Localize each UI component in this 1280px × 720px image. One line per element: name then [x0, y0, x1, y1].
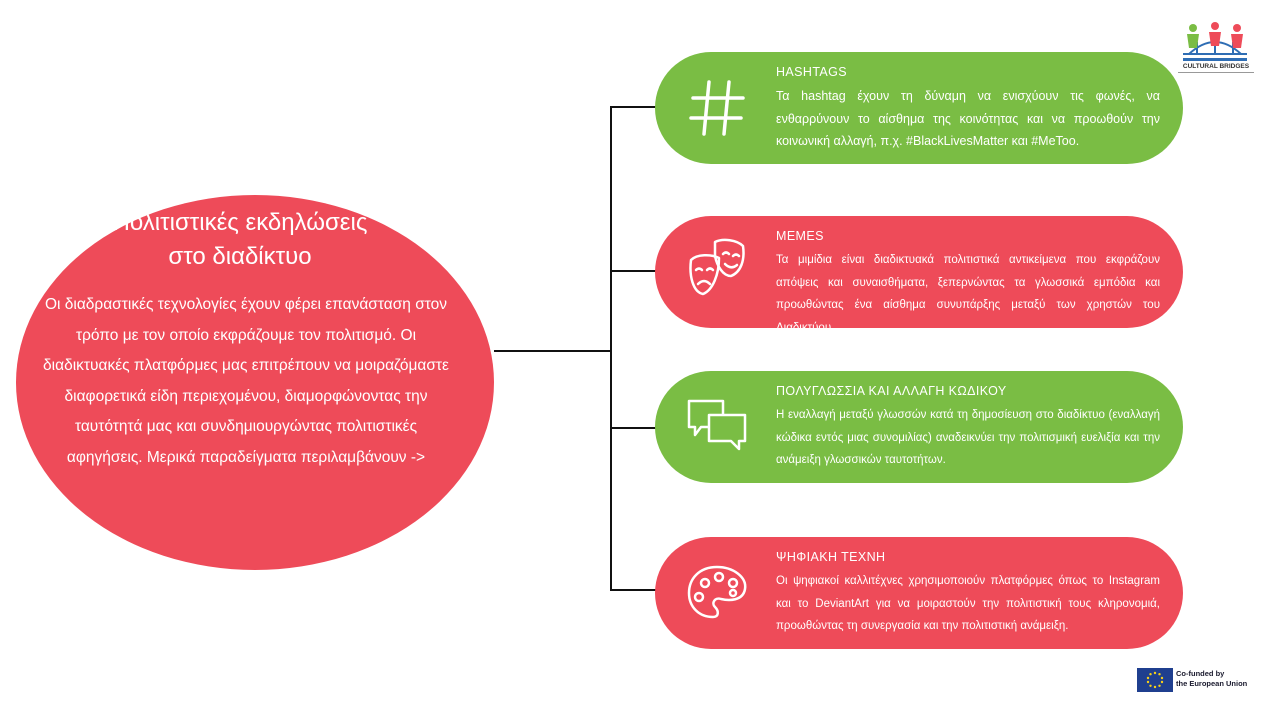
cultural-bridges-logo: [1183, 22, 1247, 61]
card-memes: MEMES Τα μιμίδια είναι διαδικτυακά πολιτ…: [655, 216, 1183, 334]
card-multilingualism: ΠΟΛΥΓΛΩΣΣΙΑ ΚΑΙ ΑΛΛΑΓΗ ΚΩΔΙΚΟΥ Η εναλλαγ…: [655, 371, 1183, 483]
connector-branch-2: [610, 270, 656, 272]
card-heading: ΠΟΛΥΓΛΩΣΣΙΑ ΚΑΙ ΑΛΛΑΓΗ ΚΩΔΙΚΟΥ: [776, 384, 1007, 398]
theater-masks-icon: [689, 238, 745, 296]
central-title-line1: Πολιτιστικές εκδηλώσεις: [112, 209, 368, 236]
connector-branch-4: [610, 589, 656, 591]
connector-vertical: [610, 106, 612, 590]
central-title-line2: στο διαδίκτυο: [168, 243, 312, 270]
central-body: Οι διαδραστικές τεχνολογίες έχουν φέρει …: [43, 296, 449, 466]
card-hashtags: HASHTAGS Τα hashtag έχουν τη δύναμη να ε…: [655, 52, 1183, 164]
card-heading: HASHTAGS: [776, 65, 848, 79]
card-text: Τα hashtag έχουν τη δύναμη να ενισχύουν …: [776, 89, 1160, 148]
connector-branch-1: [610, 106, 656, 108]
card-text: Η εναλλαγή μεταξύ γλωσσών κατά τη δημοσί…: [776, 409, 1160, 466]
palette-icon: [687, 565, 747, 619]
central-ellipse: [16, 195, 494, 570]
card-heading: MEMES: [776, 229, 824, 243]
central-title: Πολιτιστικές εκδηλώσεις στο διαδίκτυο: [60, 206, 420, 274]
cultural-bridges-title: CULTURAL BRIDGES: [1182, 63, 1250, 70]
card-digital-art: ΨΗΦΙΑΚΗ ΤΕΧΝΗ Οι ψηφιακοί καλλιτέχνες χρ…: [655, 537, 1183, 649]
card-text: Τα μιμίδια είναι διαδικτυακά πολιτιστικά…: [776, 254, 1160, 334]
connector-main-horizontal: [494, 350, 612, 352]
speech-bubbles-icon: [687, 399, 747, 451]
hashtag-icon: [689, 80, 745, 136]
eu-cofunded-text: Co-funded by the European Union: [1176, 669, 1248, 688]
eu-flag-icon: [1137, 668, 1173, 692]
cultural-bridges-tagline-line: [1178, 72, 1254, 73]
card-text: Οι ψηφιακοί καλλιτέχνες χρησιμοποιούν πλ…: [776, 575, 1160, 632]
card-heading: ΨΗΦΙΑΚΗ ΤΕΧΝΗ: [776, 550, 886, 564]
connector-branch-3: [610, 427, 656, 429]
